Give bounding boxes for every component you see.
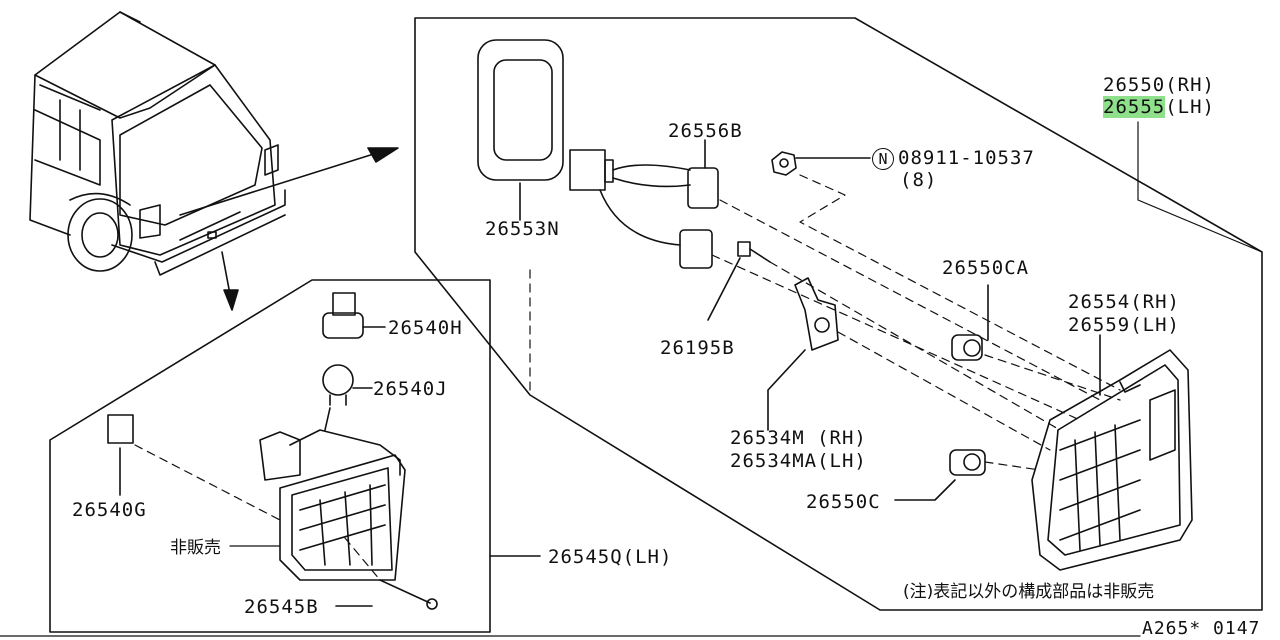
label-26545b: 26545B (244, 596, 319, 618)
clip-26540g (107, 414, 134, 496)
socket-26540h (322, 292, 386, 339)
highlighted-part-number: 26555 (1103, 96, 1166, 118)
bulb-26550c (894, 449, 986, 501)
fog-lamp-26545q (259, 429, 541, 581)
label-26540g: 26540G (72, 499, 147, 521)
combination-lamp-lens (1031, 334, 1193, 571)
label-leaders (229, 121, 1263, 547)
dashed-leaders-upper (529, 174, 1121, 471)
label-26559-lh: 26559(LH) (1068, 314, 1180, 336)
label-26554-rh: 26554(RH) (1068, 291, 1180, 313)
label-26545q: 26545Q(LH) (548, 546, 673, 568)
part-number: 08911-10537 (898, 147, 1035, 169)
bulb-26550ca (951, 284, 989, 361)
upper-assembly-frame (414, 17, 1263, 611)
harness-26556b (569, 139, 719, 269)
label-26553n: 26553N (485, 218, 560, 240)
vehicle-illustration (29, 11, 286, 276)
gasket-26553n (477, 39, 564, 221)
label-26540h: 26540H (388, 317, 463, 339)
screw-26195b (707, 241, 771, 321)
label-not-sold: 非販売 (170, 538, 221, 558)
label-08911-qty: (8) (900, 169, 938, 191)
bulb-26540j (322, 364, 373, 431)
label-26534ma: 26534MA(LH) (730, 450, 867, 472)
label-side: (LH) (1165, 96, 1215, 118)
label-26550c: 26550C (806, 491, 881, 513)
label-26550-rh: 26550(RH) (1103, 74, 1215, 96)
bolt-26545b (335, 579, 438, 610)
label-26556b: 26556B (668, 120, 743, 142)
label-26540j: 26540J (373, 378, 448, 400)
figure-reference: A265* 0147 (1142, 618, 1261, 639)
label-26555-lh: 26555(LH) (1103, 96, 1215, 118)
label-26195b: 26195B (660, 337, 735, 359)
label-26550ca: 26550CA (942, 257, 1030, 279)
label-26534m: 26534M (RH) (730, 427, 867, 449)
dashed-leaders-lower (134, 444, 381, 581)
callout-arrows (179, 147, 399, 311)
bracket-26534m (767, 277, 839, 431)
note-not-sold: (注)表記以外の構成部品は非販売 (903, 582, 1155, 602)
n-symbol: N (872, 148, 894, 170)
nut-08911 (771, 151, 871, 176)
lower-assembly-frame (49, 279, 491, 633)
